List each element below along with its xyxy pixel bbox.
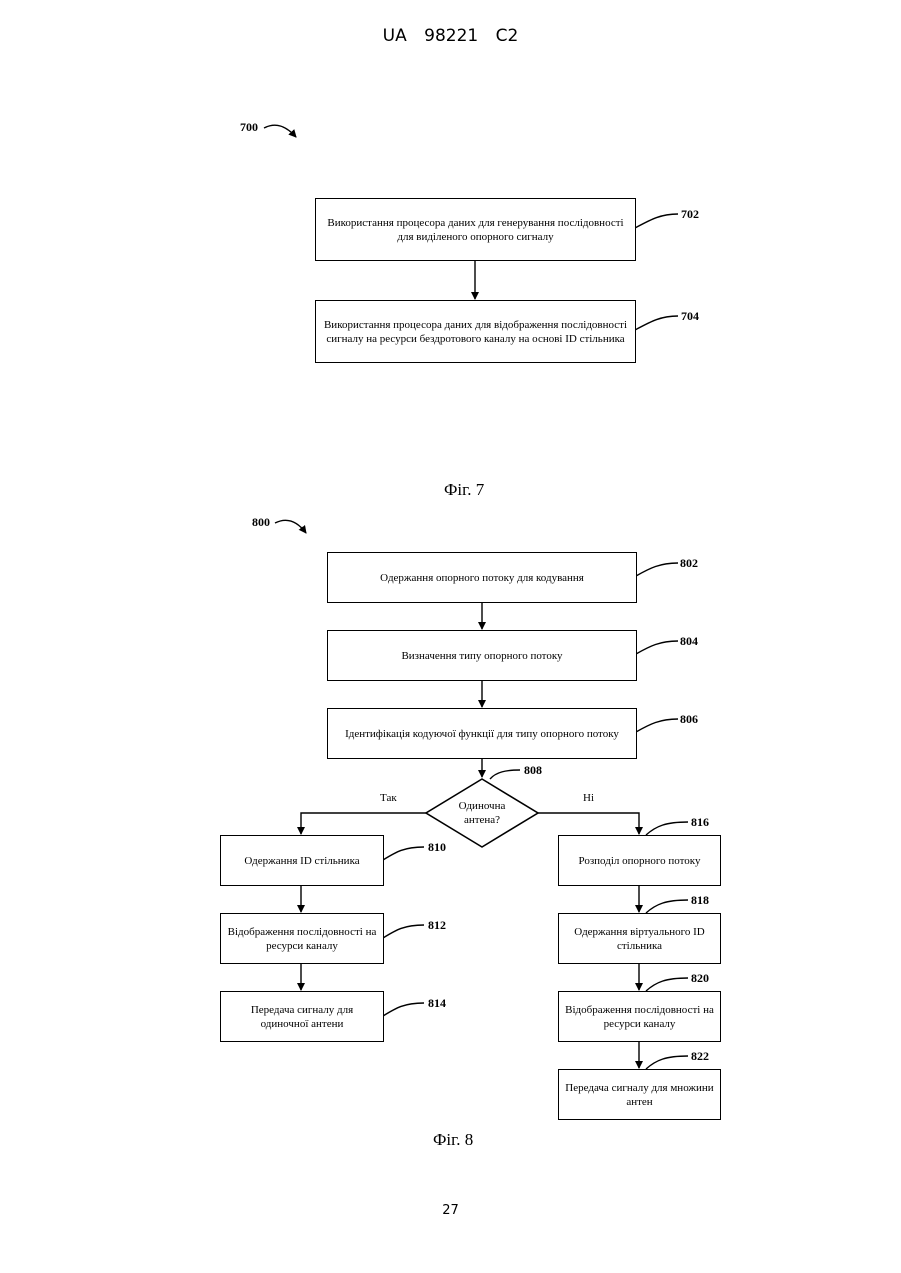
box-814-text: Передача сигналу для одиночної антени — [227, 1003, 377, 1031]
leader-816 — [646, 822, 688, 835]
box-820-text: Відображення послідовності на ресурси ка… — [565, 1003, 714, 1031]
box-806: Ідентифікація кодуючої функції для типу … — [327, 708, 637, 759]
arrow-no-branch — [538, 813, 639, 834]
leader-704 — [635, 316, 678, 330]
box-816-text: Розподіл опорного потоку — [578, 854, 700, 868]
leader-804 — [636, 641, 678, 654]
page-number: 27 — [0, 1203, 901, 1218]
fig8-pointer-arrow — [275, 520, 306, 533]
ref-808: 808 — [524, 763, 542, 778]
box-816: Розподіл опорного потоку — [558, 835, 721, 886]
ref-702: 702 — [681, 207, 699, 222]
leader-814 — [383, 1003, 424, 1016]
fig8-ref: 800 — [252, 515, 270, 530]
leader-806 — [636, 719, 678, 732]
box-810: Одержання ID стільника — [220, 835, 384, 886]
box-806-text: Ідентифікація кодуючої функції для типу … — [345, 727, 619, 741]
leader-702 — [635, 214, 678, 228]
leader-802 — [636, 563, 678, 576]
box-818-text: Одержання віртуального ID стільника — [565, 925, 714, 953]
box-804: Визначення типу опорного потоку — [327, 630, 637, 681]
box-802: Одержання опорного потоку для кодування — [327, 552, 637, 603]
arrow-yes-branch — [301, 813, 426, 834]
ref-820: 820 — [691, 971, 709, 986]
ref-704: 704 — [681, 309, 699, 324]
box-704-text: Використання процесора даних для відобра… — [322, 318, 629, 346]
ref-816: 816 — [691, 815, 709, 830]
box-702: Використання процесора даних для генерув… — [315, 198, 636, 261]
box-702-text: Використання процесора даних для генерув… — [322, 216, 629, 244]
ref-802: 802 — [680, 556, 698, 571]
leader-812 — [383, 925, 424, 938]
box-812: Відображення послідовності на ресурси ка… — [220, 913, 384, 964]
ref-806: 806 — [680, 712, 698, 727]
box-822: Передача сигналу для множини антен — [558, 1069, 721, 1120]
ref-814: 814 — [428, 996, 446, 1011]
box-804-text: Визначення типу опорного потоку — [401, 649, 562, 663]
box-810-text: Одержання ID стільника — [244, 854, 359, 868]
ref-804: 804 — [680, 634, 698, 649]
box-802-text: Одержання опорного потоку для кодування — [380, 571, 584, 585]
box-812-text: Відображення послідовності на ресурси ка… — [227, 925, 377, 953]
ref-812: 812 — [428, 918, 446, 933]
decision-line2: антена? — [436, 813, 528, 827]
decision-line1: Одиночна — [436, 799, 528, 813]
branch-no-label: Ні — [583, 792, 594, 804]
leader-820 — [646, 978, 688, 991]
box-822-text: Передача сигналу для множини антен — [565, 1081, 714, 1109]
box-814: Передача сигналу для одиночної антени — [220, 991, 384, 1042]
leader-808 — [490, 770, 520, 779]
decision-808-text: Одиночна антена? — [436, 799, 528, 827]
box-704: Використання процесора даних для відобра… — [315, 300, 636, 363]
fig7-ref: 700 — [240, 120, 258, 135]
fig8-caption: Фіг. 8 — [433, 1130, 473, 1150]
fig7-pointer-arrow — [264, 125, 296, 137]
fig7-caption: Фіг. 7 — [444, 480, 484, 500]
leader-810 — [383, 847, 424, 860]
box-818: Одержання віртуального ID стільника — [558, 913, 721, 964]
ref-810: 810 — [428, 840, 446, 855]
leader-822 — [646, 1056, 688, 1069]
ref-822: 822 — [691, 1049, 709, 1064]
ref-818: 818 — [691, 893, 709, 908]
leader-818 — [646, 900, 688, 913]
box-820: Відображення послідовності на ресурси ка… — [558, 991, 721, 1042]
branch-yes-label: Так — [380, 792, 397, 804]
